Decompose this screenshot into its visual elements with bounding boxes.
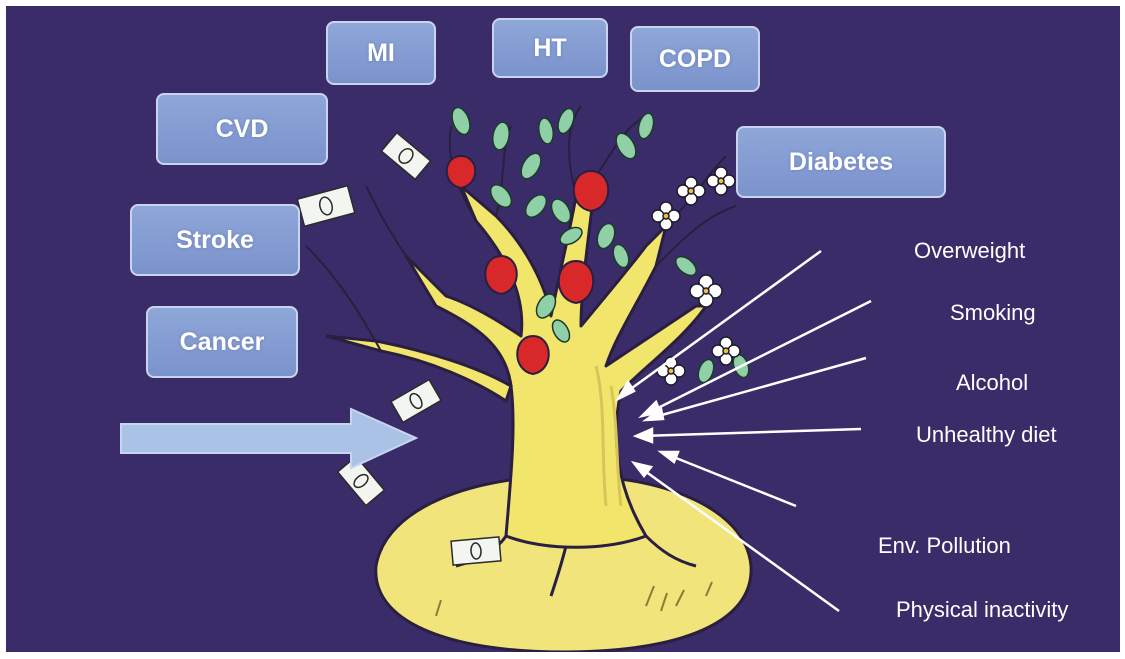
- disease-box-ht: HT: [492, 18, 608, 78]
- disease-box-mi: MI: [326, 21, 436, 85]
- disease-label-ht: HT: [533, 34, 566, 63]
- slide: MI HT COPD CVD Diabetes Stroke Cancer Ov…: [6, 6, 1120, 652]
- disease-box-cvd: CVD: [156, 93, 328, 165]
- disease-label-mi: MI: [367, 39, 395, 68]
- risk-factor-physical-inactivity: Physical inactivity: [896, 597, 1068, 623]
- disease-label-cancer: Cancer: [180, 328, 265, 357]
- disease-box-diabetes: Diabetes: [736, 126, 946, 198]
- disease-label-stroke: Stroke: [176, 226, 254, 255]
- risk-factor-unhealthy-diet: Unhealthy diet: [916, 422, 1057, 448]
- disease-label-cvd: CVD: [216, 115, 269, 144]
- disease-box-cancer: Cancer: [146, 306, 298, 378]
- disease-box-copd: COPD: [630, 26, 760, 92]
- risk-factor-overweight: Overweight: [914, 238, 1025, 264]
- risk-factor-alcohol: Alcohol: [956, 370, 1028, 396]
- risk-factor-smoking: Smoking: [950, 300, 1036, 326]
- disease-label-copd: COPD: [659, 45, 731, 74]
- disease-box-stroke: Stroke: [130, 204, 300, 276]
- disease-label-diabetes: Diabetes: [789, 148, 893, 177]
- risk-factor-env-pollution: Env. Pollution: [878, 533, 1011, 559]
- big-arrow-icon: [121, 409, 416, 468]
